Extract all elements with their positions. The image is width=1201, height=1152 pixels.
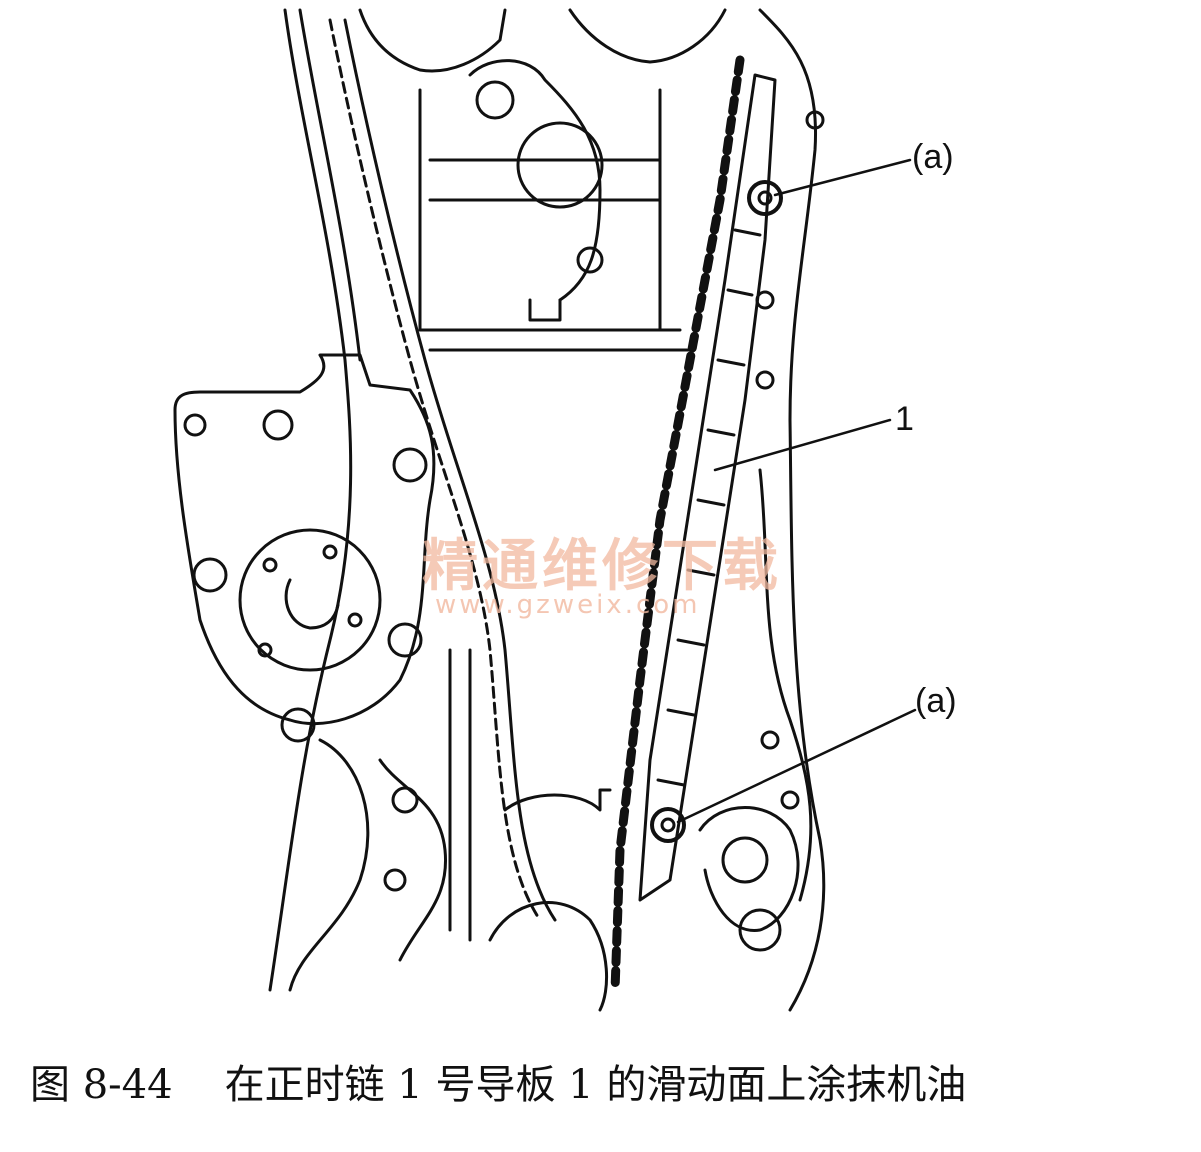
chain-guide-no1 [638, 73, 777, 902]
housing-left-inner [298, 8, 362, 362]
engine-timing-diagram: (a) (a) 1 精通维修下载 www.gzweix.com [173, 8, 957, 1012]
water-pump-housing [173, 353, 436, 726]
timing-chain-right [610, 55, 745, 995]
caption-text: 在正时链 1 号导板 1 的滑动面上涂抹机油 [224, 1062, 967, 1108]
water-pump-pulley [238, 528, 382, 672]
watermark-text: 精通维修下载 [422, 533, 782, 599]
cam-housing [418, 88, 662, 332]
leader-upper [773, 158, 912, 197]
crank-sprocket [488, 901, 609, 1012]
label-bolt-upper: (a) [912, 138, 954, 176]
timing-chain-left [328, 18, 542, 922]
cam-sprocket-right [568, 8, 727, 64]
cam-sprocket-left [358, 8, 507, 73]
guide-bolt-lower [650, 807, 686, 843]
figure-number: 图 8-44 [30, 1062, 173, 1108]
housing-left-contour [268, 8, 353, 992]
leader-lower [676, 708, 917, 824]
figure-caption: 图 8-44 在正时链 1 号导板 1 的滑动面上涂抹机油 [30, 1052, 1180, 1122]
housing-right-contour [758, 8, 826, 1012]
leader-guide [713, 418, 892, 472]
label-guide: 1 [895, 400, 914, 438]
guide-bolt-upper [747, 180, 783, 216]
label-bolt-lower: (a) [915, 682, 957, 720]
watermark-url: www.gzweix.com [435, 590, 701, 620]
